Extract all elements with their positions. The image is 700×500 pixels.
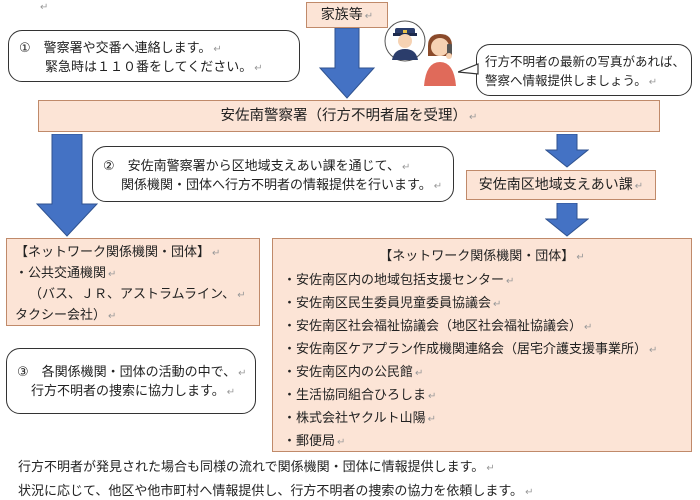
paragraph-mark: ↵	[40, 2, 49, 13]
photo-info-bubble: 行方不明者の最新の写真があれば、 警察へ情報提供しましょう。↵	[476, 44, 692, 96]
ward-box: 安佐南区地域支えあい課↵	[466, 170, 656, 200]
list-item: ・安佐南区ケアプラン作成機関連絡会（居宅介護支援事業所）↵	[283, 342, 658, 357]
step3-bubble: ③ 各関係機関・団体の活動の中で、↵ 行方不明者の捜索に協力します。↵	[6, 348, 256, 414]
list-item: ・安佐南区内の地域包括支援センター↵	[283, 273, 515, 288]
step1-line1: ① 警察署や交番へ連絡します。	[19, 41, 212, 56]
step3-line1: ③ 各関係機関・団体の活動の中で、	[17, 365, 237, 380]
step1-line2: 緊急時は１１０番をしてください。	[45, 60, 253, 75]
family-box-label: 家族等	[320, 7, 363, 23]
step2-bubble: ② 安佐南警察署から区地域支えあい課を通じて、↵ 関係機関・団体へ行方不明者の情…	[92, 146, 454, 202]
step2-line1: ② 安佐南警察署から区地域支えあい課を通じて、	[103, 159, 401, 174]
list-item: ・安佐南区社会福祉協議会（地区社会福祉協議会）↵	[283, 319, 593, 334]
photo-bubble-line1: 行方不明者の最新の写真があれば、	[485, 54, 686, 69]
list-item: ・株式会社ヤクルト山陽↵	[283, 411, 437, 426]
bubble-tail	[457, 62, 480, 80]
police-station-box: 安佐南警察署（行方不明者届を受理）↵	[38, 100, 660, 132]
arrow-ward-to-right-network	[545, 203, 589, 237]
list-item: ・安佐南区民生委員児童委員協議会↵	[283, 296, 502, 311]
footer-line1: 行方不明者が発見された場合も同様の流れで関係機関・団体に情報提供します。↵	[18, 460, 495, 475]
woman-calling-icon	[418, 30, 462, 90]
right-network-title: 【ネットワーク関係機関・団体】	[379, 249, 575, 264]
list-item: ・生活協同組合ひろしま↵	[283, 388, 437, 403]
left-network-item1: ・公共交通機関	[15, 266, 107, 281]
list-item: ・安佐南区内の公民館↵	[283, 365, 424, 380]
arrow-police-to-left-network	[36, 134, 98, 238]
step1-bubble: ① 警察署や交番へ連絡します。↵ 緊急時は１１０番をしてください。↵	[8, 30, 300, 82]
left-network-item1-detail1: （バス、ＪＲ、アストラムライン、	[29, 287, 236, 302]
photo-bubble-line2: 警察へ情報提供しましょう。	[485, 73, 647, 88]
right-network-box: 【ネットワーク関係機関・団体】↵ ・安佐南区内の地域包括支援センター↵ ・安佐南…	[272, 238, 692, 452]
left-network-box: 【ネットワーク関係機関・団体】↵ ・公共交通機関↵ （バス、ＪＲ、アストラムライ…	[6, 238, 260, 326]
footer-line2: 状況に応じて、他区や他市町村へ情報提供し、行方不明者の捜索の協力を依頼します。↵	[18, 484, 534, 499]
step2-line2: 関係機関・団体へ行方不明者の情報提供を行います。	[121, 178, 432, 193]
police-officer-icon	[384, 20, 426, 66]
step3-line2: 行方不明者の捜索に協力します。	[31, 384, 225, 399]
family-box: 家族等↵	[306, 2, 388, 28]
left-network-title: 【ネットワーク関係機関・団体】	[15, 245, 211, 260]
ward-box-label: 安佐南区地域支えあい課	[478, 177, 633, 193]
arrow-police-to-ward	[545, 134, 589, 168]
list-item: ・郵便局↵	[283, 434, 346, 449]
police-station-label: 安佐南警察署（行方不明者届を受理）	[220, 108, 468, 124]
left-network-item1-detail2: タクシー会社）	[15, 308, 107, 323]
arrow-family-to-police	[318, 28, 376, 100]
